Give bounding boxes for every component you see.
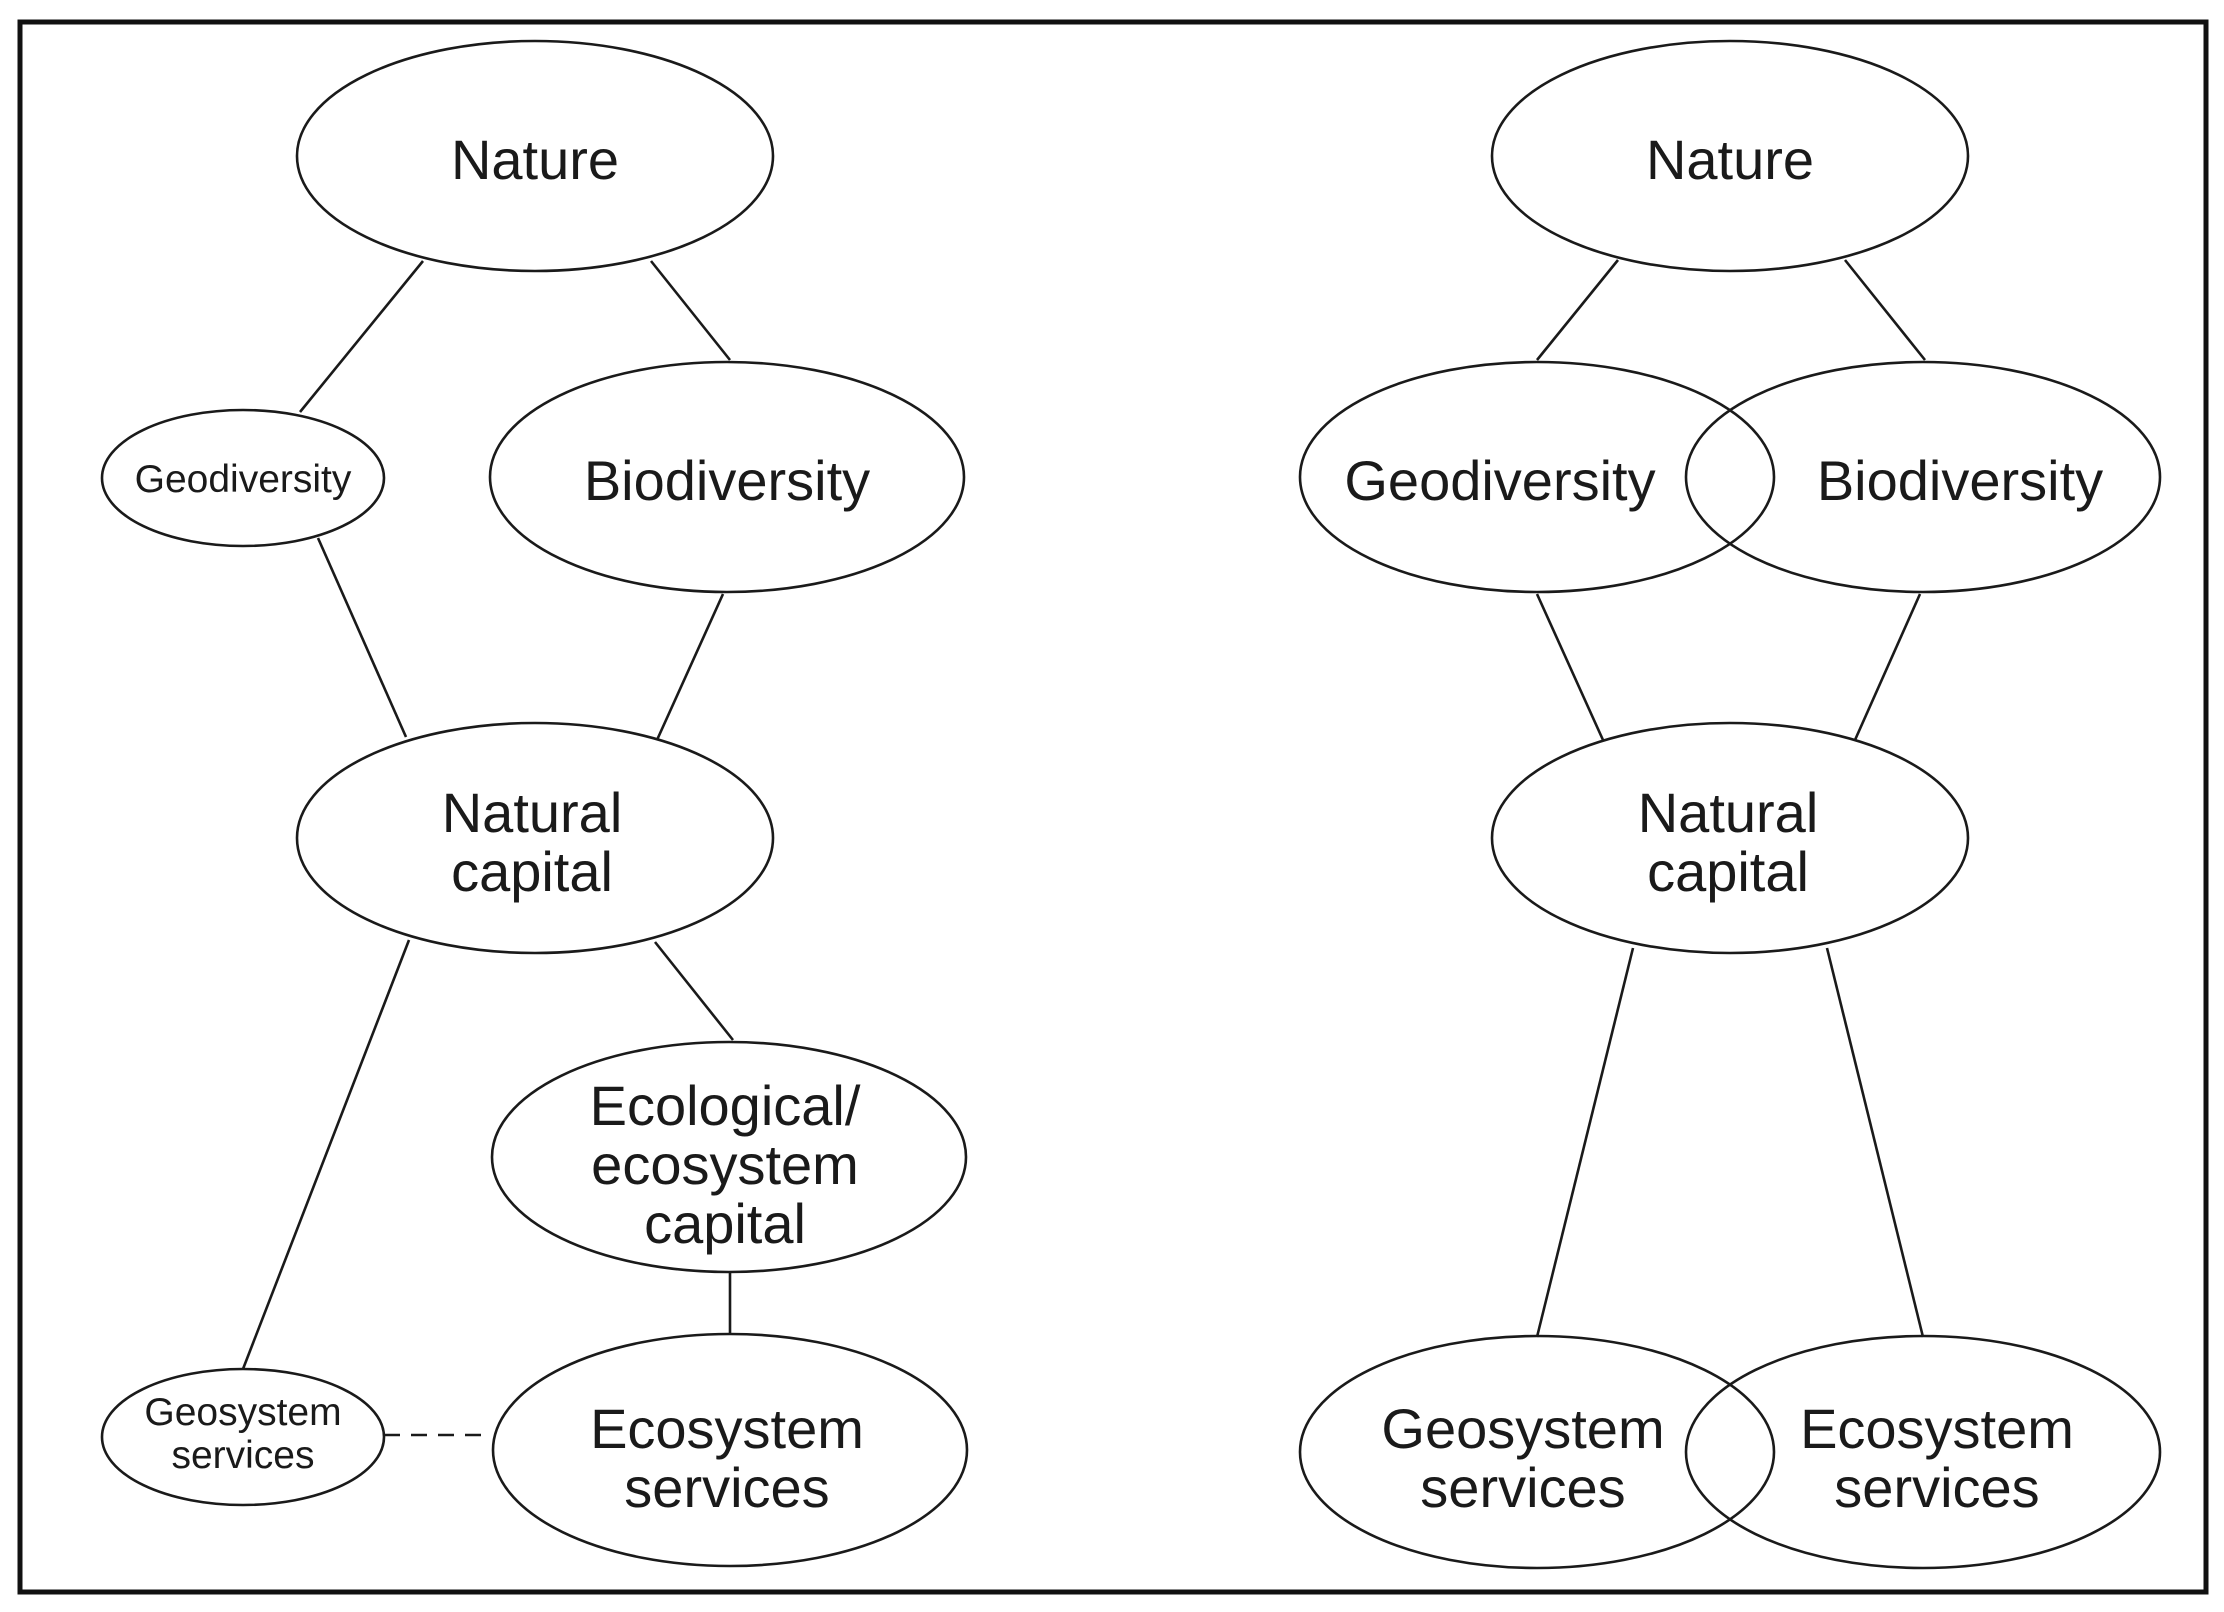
label-natural-capital-left-line1: Natural [442,781,623,844]
node-ecological-capital-left: Ecological/ ecosystem capital [490,1040,968,1274]
edge-geodiversity-natural-capital [316,537,408,738]
right-panel: Nature Geodiversity Biodiversity Natural… [1298,39,2162,1570]
left-panel: Nature Geodiversity Biodiversity Natural… [100,39,969,1568]
label-geosystem-left-line2: services [171,1434,314,1477]
label-ecosystem-left-line2: services [624,1456,829,1519]
label-geodiversity-left: Geodiversity [135,458,352,501]
label-nature-right: Nature [1646,128,1814,191]
edge-r-biodiversity-natural-capital [1853,593,1922,741]
label-geodiversity-right: Geodiversity [1344,449,1655,512]
label-geosystem-right-line2: services [1420,1456,1625,1519]
node-nature-left: Nature [295,39,775,273]
node-natural-capital-left: Natural capital [295,721,775,955]
node-geosystem-services-left: Geosystem services [100,1367,386,1507]
label-geosystem-left-line1: Geosystem [144,1391,341,1434]
node-ecosystem-services-left: Ecosystem services [491,1332,969,1568]
node-geodiversity-right [1298,360,1776,594]
edge-r-nature-biodiversity [1843,259,1927,361]
edge-natural-capital-ecological [653,941,735,1041]
label-natural-capital-right-line1: Natural [1638,781,1819,844]
node-geosystem-services-right [1298,1334,1776,1570]
node-biodiversity-left: Biodiversity [488,360,966,594]
edge-r-geodiversity-natural-capital [1535,593,1605,741]
edge-natural-capital-geosystem [241,939,411,1370]
diagram-frame [17,19,2209,1595]
node-nature-right: Nature [1490,39,1970,273]
label-nature-left: Nature [451,128,619,191]
node-geodiversity-left: Geodiversity [100,408,386,548]
label-biodiversity-right: Biodiversity [1817,449,2103,512]
edge-r-natural-capital-geosystem [1535,947,1635,1338]
node-natural-capital-right: Natural capital [1490,721,1970,955]
edge-biodiversity-natural-capital [655,593,725,741]
edge-r-nature-geodiversity [1535,259,1620,361]
label-ecosystem-right-line1: Ecosystem [1800,1397,2074,1460]
label-ecological-line3: capital [644,1192,806,1255]
edge-r-natural-capital-ecosystem [1825,947,1925,1338]
label-ecological-line2: ecosystem [591,1133,859,1196]
label-natural-capital-right-line2: capital [1647,840,1809,903]
label-geosystem-right-line1: Geosystem [1381,1397,1664,1460]
label-natural-capital-left-line2: capital [451,840,613,903]
node-ecosystem-services-right [1684,1334,2162,1570]
label-ecosystem-right-line2: services [1834,1456,2039,1519]
node-biodiversity-right [1684,360,2162,594]
edge-nature-geodiversity [298,260,425,413]
label-ecological-line1: Ecological/ [590,1074,861,1137]
edge-nature-biodiversity [649,260,732,361]
label-biodiversity-left: Biodiversity [584,449,870,512]
label-ecosystem-left-line1: Ecosystem [590,1397,864,1460]
